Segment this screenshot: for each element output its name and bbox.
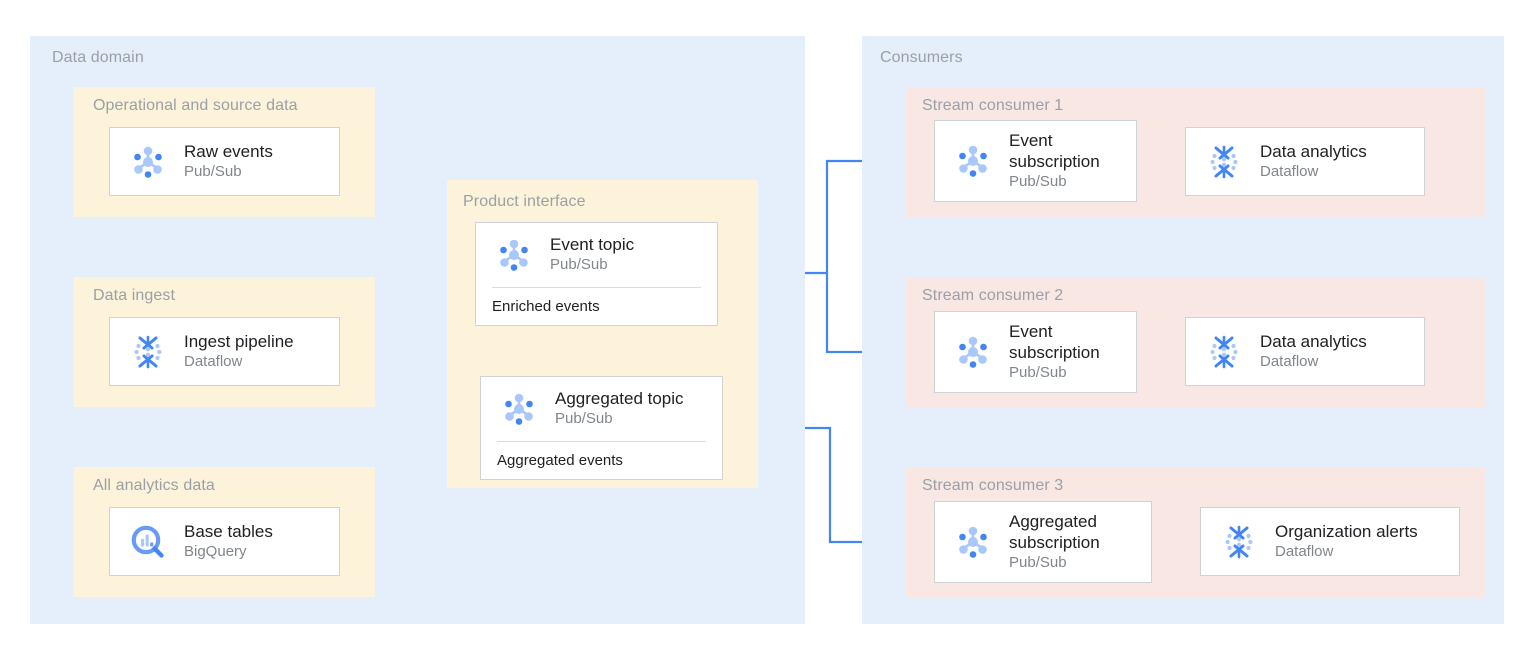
panel-product-interface-title: Product interface — [463, 193, 586, 210]
card-aggregated-subscription-text: Aggregated subscription Pub/Sub — [1009, 511, 1127, 573]
card-data-analytics-1-main: Data analytics Dataflow — [1186, 140, 1424, 184]
card-ingest-pipeline-title: Ingest pipeline — [184, 332, 294, 351]
card-organization-alerts[interactable]: Organization alerts Dataflow — [1200, 507, 1460, 576]
dataflow-icon — [126, 330, 170, 374]
card-aggregated-topic[interactable]: Aggregated topic Pub/Sub Aggregated even… — [480, 376, 723, 480]
card-organization-alerts-text: Organization alerts Dataflow — [1275, 521, 1418, 562]
card-data-analytics-2[interactable]: Data analytics Dataflow — [1185, 317, 1425, 386]
card-event-topic-main: Event topic Pub/Sub — [476, 233, 717, 277]
panel-operational-and-source-data-title: Operational and source data — [93, 97, 298, 114]
card-data-analytics-1-text: Data analytics Dataflow — [1260, 141, 1367, 182]
card-raw-events-text: Raw events Pub/Sub — [184, 141, 273, 182]
card-aggregated-topic-subtitle: Pub/Sub — [555, 410, 613, 427]
card-event-topic-title: Event topic — [550, 235, 635, 254]
card-ingest-pipeline-text: Ingest pipeline Dataflow — [184, 331, 294, 372]
card-organization-alerts-subtitle: Dataflow — [1275, 543, 1334, 560]
card-event-topic-subtitle: Pub/Sub — [550, 256, 608, 273]
card-base-tables[interactable]: Base tables BigQuery — [109, 507, 340, 576]
pubsub-icon — [951, 330, 995, 374]
pubsub-icon — [126, 140, 170, 184]
dataflow-icon — [1202, 330, 1246, 374]
panel-all-analytics-data-title: All analytics data — [93, 477, 215, 494]
card-event-subscription-2-subtitle: Pub/Sub — [1009, 364, 1067, 381]
card-event-topic-text: Event topic Pub/Sub — [550, 234, 634, 275]
card-base-tables-text: Base tables BigQuery — [184, 521, 273, 562]
card-raw-events-main: Raw events Pub/Sub — [110, 140, 339, 184]
card-aggregated-topic-footer: Aggregated events — [497, 451, 623, 469]
pubsub-icon — [951, 139, 995, 183]
card-event-topic[interactable]: Event topic Pub/Sub Enriched events — [475, 222, 718, 326]
card-data-analytics-1[interactable]: Data analytics Dataflow — [1185, 127, 1425, 196]
card-base-tables-main: Base tables BigQuery — [110, 520, 339, 564]
card-aggregated-subscription-title: Aggregated subscription — [1009, 512, 1100, 552]
card-event-subscription-2[interactable]: Event subscription Pub/Sub — [934, 311, 1137, 393]
panel-stream-consumer-3-title: Stream consumer 3 — [922, 477, 1064, 494]
card-raw-events-subtitle: Pub/Sub — [184, 163, 242, 180]
card-data-analytics-2-text: Data analytics Dataflow — [1260, 331, 1367, 372]
card-base-tables-subtitle: BigQuery — [184, 543, 247, 560]
card-aggregated-topic-text: Aggregated topic Pub/Sub — [555, 388, 684, 429]
card-event-subscription-1-main: Event subscription Pub/Sub — [935, 130, 1136, 192]
card-event-topic-footer: Enriched events — [492, 297, 600, 315]
panel-consumers-title: Consumers — [880, 49, 963, 66]
card-aggregated-topic-main: Aggregated topic Pub/Sub — [481, 387, 722, 431]
card-event-subscription-1[interactable]: Event subscription Pub/Sub — [934, 120, 1137, 202]
panel-stream-consumer-1-title: Stream consumer 1 — [922, 97, 1064, 114]
card-aggregated-subscription[interactable]: Aggregated subscription Pub/Sub — [934, 501, 1152, 583]
card-organization-alerts-title: Organization alerts — [1275, 522, 1418, 541]
bigquery-icon — [126, 520, 170, 564]
card-ingest-pipeline-main: Ingest pipeline Dataflow — [110, 330, 339, 374]
card-event-subscription-2-title: Event subscription — [1009, 322, 1100, 362]
card-ingest-pipeline[interactable]: Ingest pipeline Dataflow — [109, 317, 340, 386]
card-data-analytics-2-title: Data analytics — [1260, 332, 1367, 351]
card-event-subscription-1-subtitle: Pub/Sub — [1009, 173, 1067, 190]
card-data-analytics-1-title: Data analytics — [1260, 142, 1367, 161]
card-event-subscription-1-text: Event subscription Pub/Sub — [1009, 130, 1114, 192]
card-ingest-pipeline-subtitle: Dataflow — [184, 353, 243, 370]
card-base-tables-title: Base tables — [184, 522, 273, 541]
dataflow-icon — [1217, 520, 1261, 564]
card-event-subscription-2-text: Event subscription Pub/Sub — [1009, 321, 1114, 383]
card-event-topic-divider — [492, 286, 701, 288]
card-raw-events-title: Raw events — [184, 142, 273, 161]
dataflow-icon — [1202, 140, 1246, 184]
pubsub-icon — [492, 233, 536, 277]
card-aggregated-subscription-subtitle: Pub/Sub — [1009, 554, 1067, 571]
panel-data-domain-title: Data domain — [52, 49, 144, 66]
card-organization-alerts-main: Organization alerts Dataflow — [1201, 520, 1459, 564]
panel-data-ingest-title: Data ingest — [93, 287, 176, 304]
card-aggregated-subscription-main: Aggregated subscription Pub/Sub — [935, 511, 1151, 573]
pubsub-icon — [951, 520, 995, 564]
card-event-subscription-2-main: Event subscription Pub/Sub — [935, 321, 1136, 383]
card-data-analytics-2-main: Data analytics Dataflow — [1186, 330, 1424, 374]
card-event-subscription-1-title: Event subscription — [1009, 131, 1100, 171]
pubsub-icon — [497, 387, 541, 431]
card-data-analytics-2-subtitle: Dataflow — [1260, 353, 1319, 370]
card-data-analytics-1-subtitle: Dataflow — [1260, 163, 1319, 180]
card-aggregated-topic-divider — [497, 440, 706, 442]
card-raw-events[interactable]: Raw events Pub/Sub — [109, 127, 340, 196]
panel-stream-consumer-2-title: Stream consumer 2 — [922, 287, 1064, 304]
card-aggregated-topic-title: Aggregated topic — [555, 389, 684, 408]
